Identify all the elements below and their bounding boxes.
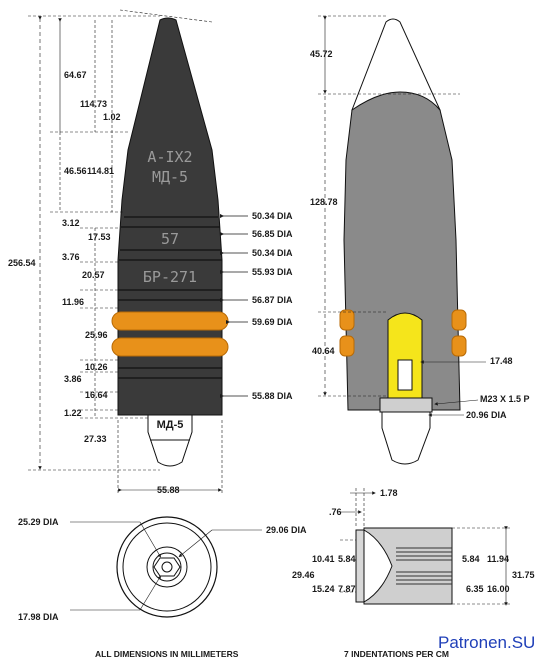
dim-7-87: 7.87	[338, 584, 356, 594]
dia-55-93: 55.93 DIA	[252, 267, 293, 277]
dim-25-96: 25.96	[85, 330, 108, 340]
dim-1-78: 1.78	[380, 488, 398, 498]
dia-50-34-a: 50.34 DIA	[252, 211, 293, 221]
dim-64-67: 64.67	[64, 70, 87, 80]
fuze-marking: МД-5	[157, 419, 184, 431]
dim-128-78: 128.78	[310, 197, 338, 207]
dim-31-75: 31.75	[512, 570, 535, 580]
base-thread	[379, 397, 433, 413]
dim-17-53: 17.53	[88, 232, 111, 242]
base-view: 25.29 DIA 29.06 DIA 17.98 DIA	[18, 516, 307, 622]
dim-thread: M23 X 1.5 P	[480, 394, 530, 404]
dim-5-84-a: 5.84	[338, 554, 356, 564]
dim-46-56: 46.56	[64, 166, 87, 176]
body-grooves	[118, 216, 222, 379]
dim-10-26: 10.26	[85, 362, 108, 372]
dim-17-98-dia: 17.98 DIA	[18, 612, 59, 622]
dim-29-46: 29.46	[292, 570, 315, 580]
body-marking-57: 57	[161, 230, 179, 248]
left-extension-lines	[28, 9, 223, 495]
dim-114-73: 114.73	[80, 99, 107, 109]
dim-6-35: 6.35	[466, 584, 484, 594]
footer-indentation-note: 7 INDENTATIONS PER CM	[344, 649, 449, 659]
section-base-fuze	[381, 411, 431, 465]
dim-114-81: 114.81	[87, 166, 114, 176]
dim-11-96: 11.96	[62, 297, 84, 307]
sectional-view: 45.72 128.78 40.64 17.48 M23 X 1.5 P 20.…	[310, 15, 530, 465]
dim-5-84-b: 5.84	[462, 554, 480, 564]
fuze-detail: 1.78 .76 10.41 5.84 5.84 11.94 29.46 31.…	[292, 488, 535, 606]
section-band-left-upper	[339, 309, 355, 331]
dim-17-48: 17.48	[490, 356, 513, 366]
section-band-right-lower	[451, 335, 467, 357]
dim-15-24: 15.24	[312, 584, 335, 594]
dim-16-00: 16.00	[487, 584, 510, 594]
dia-56-87: 56.87 DIA	[252, 295, 293, 305]
dim-55-88: 55.88	[157, 485, 180, 495]
dim-10-41: 10.41	[312, 554, 335, 564]
dim-256-54: 256.54	[8, 258, 36, 268]
dim-1-22: 1.22	[64, 408, 82, 418]
dim-20-96-dia: 20.96 DIA	[466, 410, 507, 420]
site-watermark: Patronen.SU	[438, 633, 535, 652]
body-marking-line2: МД-5	[152, 168, 188, 186]
section-band-right-upper	[451, 309, 467, 331]
dim-45-72: 45.72	[310, 49, 333, 59]
dim-1-02: 1.02	[103, 112, 121, 122]
dim-3-76: 3.76	[62, 252, 80, 262]
dia-55-88: 55.88 DIA	[252, 391, 293, 401]
dia-56-85: 56.85 DIA	[252, 229, 293, 239]
explosive-cavity	[387, 312, 423, 399]
nose-cap	[351, 18, 441, 111]
driving-band-upper	[111, 311, 229, 331]
dim-27-33: 27.33	[84, 434, 107, 444]
external-view: А-IX2 МД-5 57 БР-271 МД-5	[8, 9, 293, 495]
section-band-left-lower	[339, 335, 355, 357]
body-marking-br: БР-271	[143, 268, 197, 286]
dim-0-76: .76	[329, 507, 342, 517]
dim-29-06-dia: 29.06 DIA	[266, 525, 307, 535]
dim-40-64: 40.64	[312, 346, 335, 356]
right-extension-lines	[318, 15, 486, 417]
dim-3-86: 3.86	[64, 374, 82, 384]
dim-20-57: 20.57	[82, 270, 105, 280]
dia-leaders	[219, 213, 248, 399]
footer-units-note: ALL DIMENSIONS IN MILLIMETERS	[95, 649, 239, 659]
body-marking-line1: А-IX2	[147, 148, 192, 166]
dia-50-34-b: 50.34 DIA	[252, 248, 293, 258]
dim-11-94: 11.94	[487, 554, 509, 564]
dia-59-69: 59.69 DIA	[252, 317, 293, 327]
driving-band-lower	[111, 337, 229, 357]
dim-25-29-dia: 25.29 DIA	[18, 517, 59, 527]
dim-16-64: 16.64	[85, 390, 108, 400]
knurl-indentations	[396, 547, 452, 585]
dim-3-12: 3.12	[62, 218, 80, 228]
